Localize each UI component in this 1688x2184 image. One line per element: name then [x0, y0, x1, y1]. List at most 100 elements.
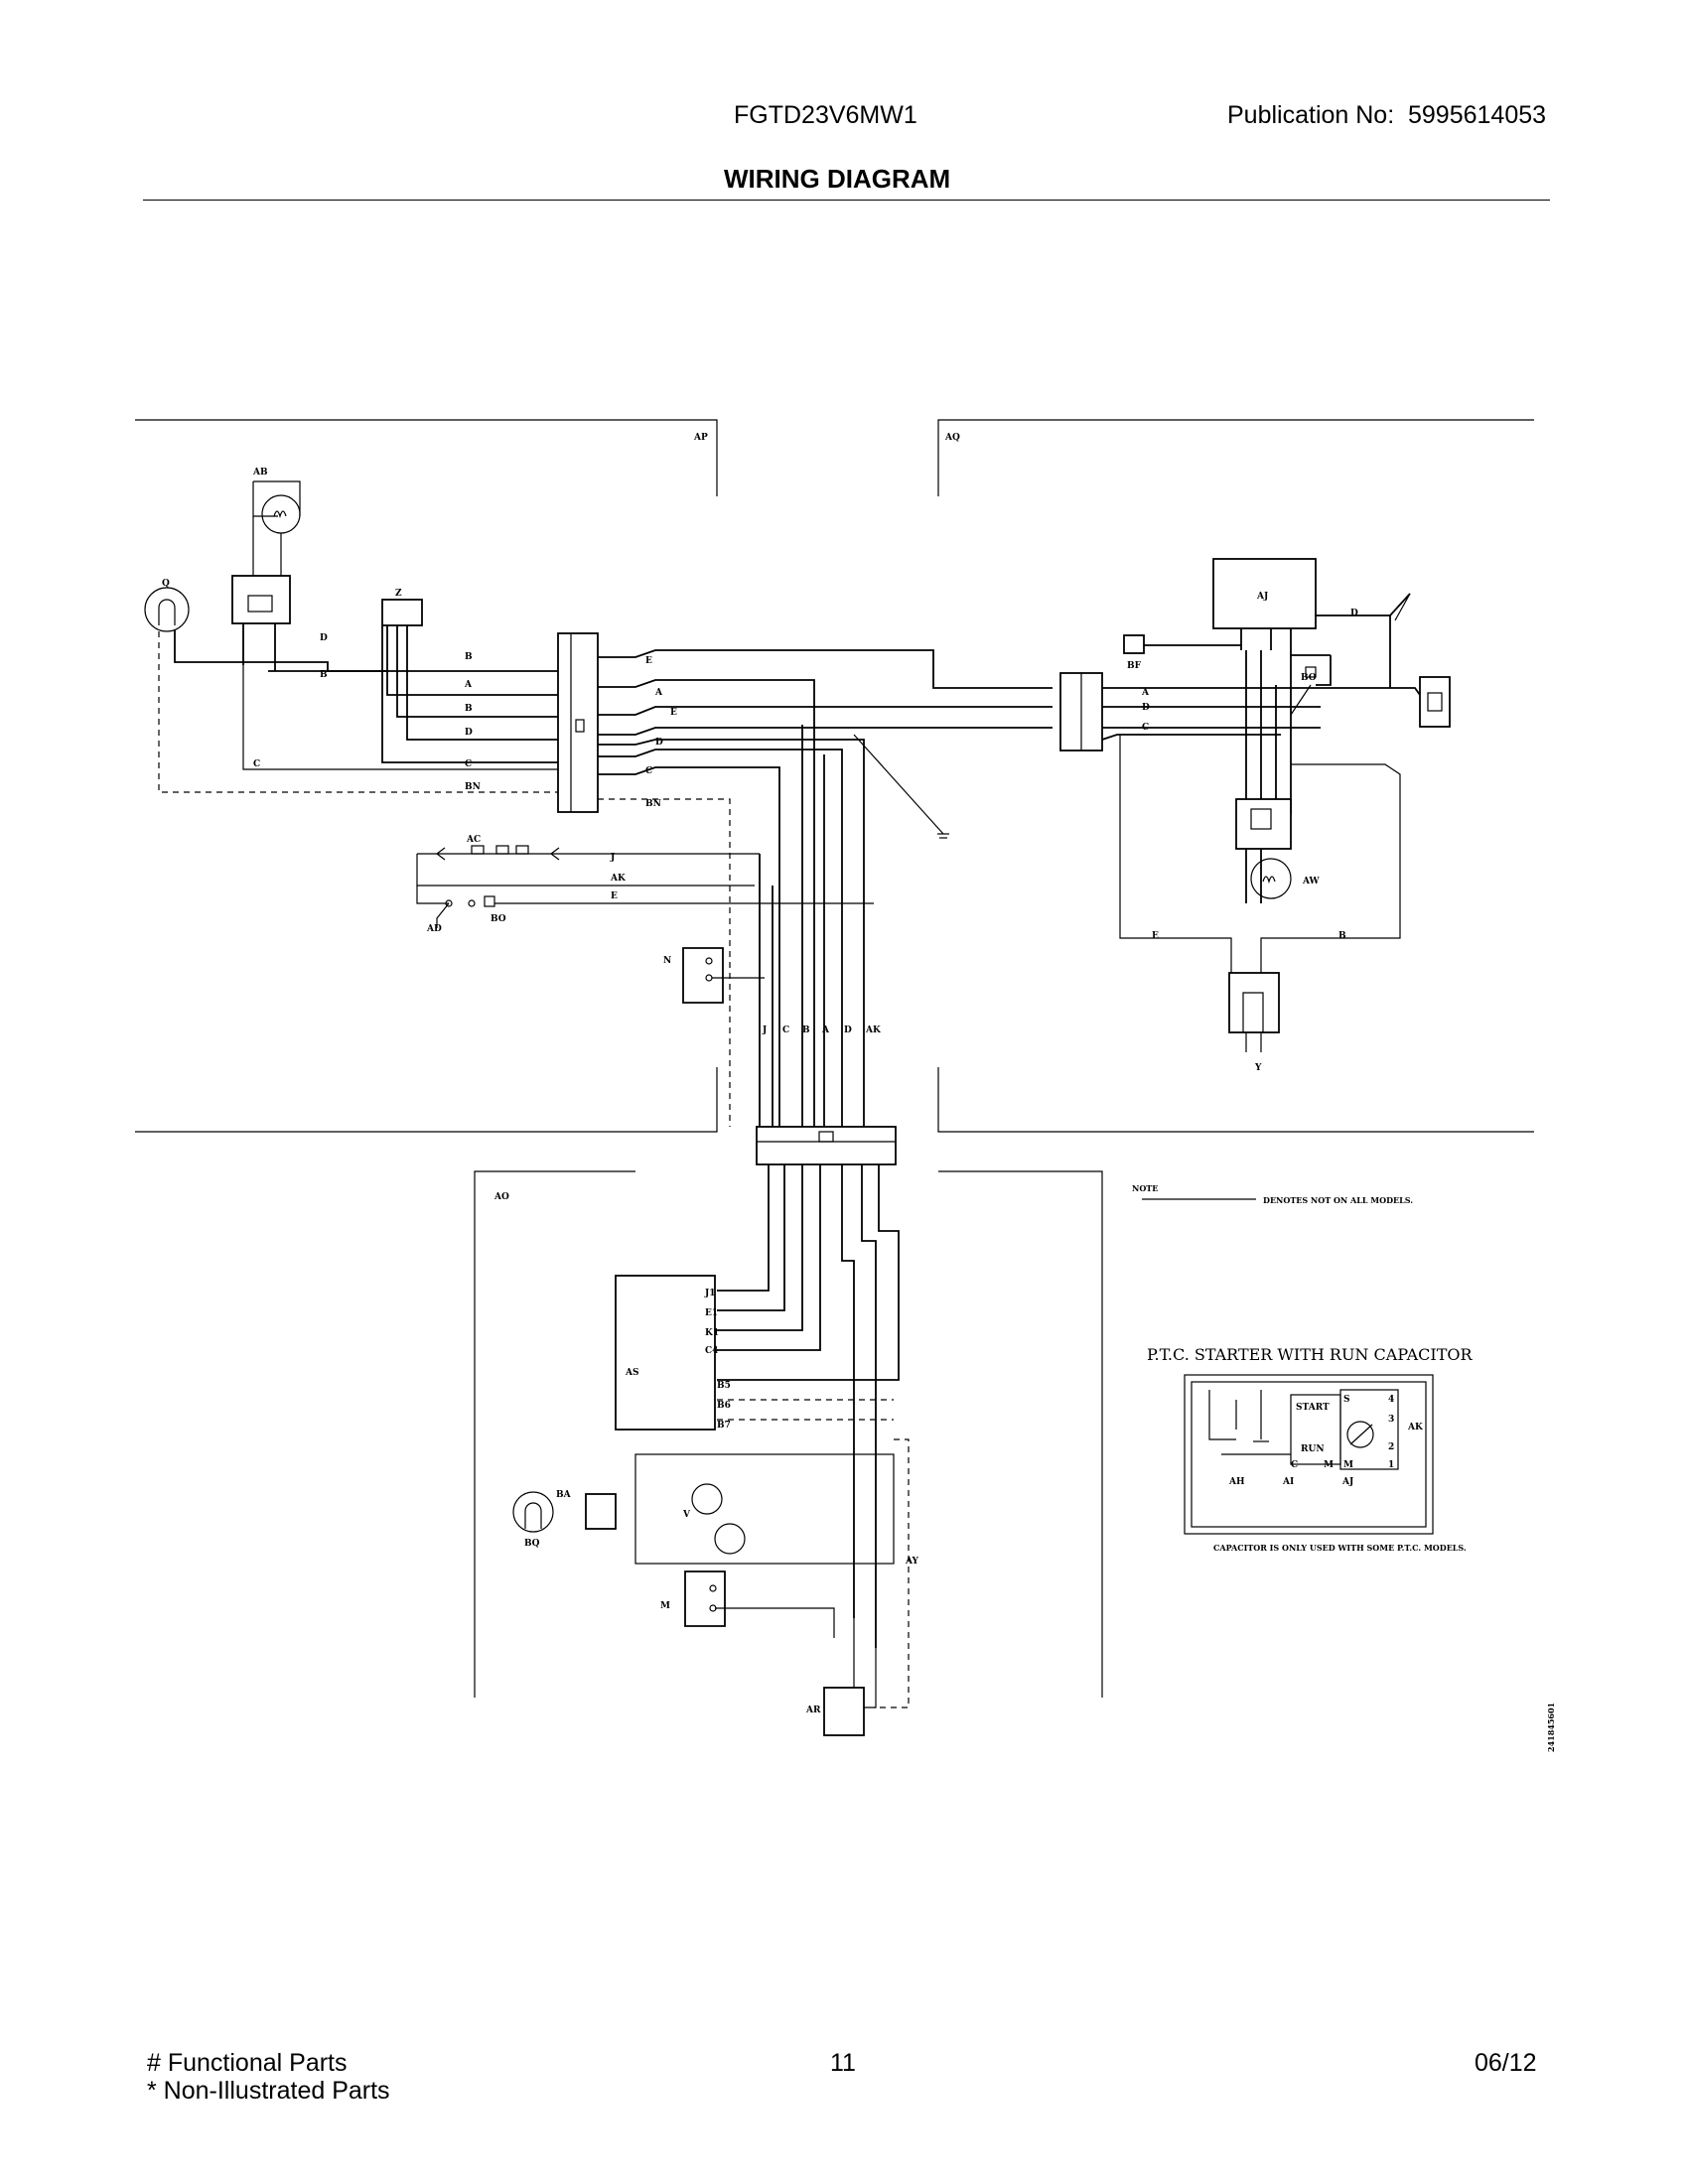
wire-label-d-top: D	[320, 633, 328, 643]
v-label: V	[682, 1510, 691, 1520]
note-text: DENOTES NOT ON ALL MODELS.	[1263, 1195, 1413, 1205]
wire-label-a-rc: A	[1141, 688, 1150, 698]
terminal-b5: B5	[717, 1381, 731, 1391]
ptc-part-ai: AI	[1282, 1477, 1294, 1487]
ptc-note: CAPACITOR IS ONLY USED WITH SOME P.T.C. …	[1213, 1543, 1467, 1553]
wire-label-e-right: E	[645, 656, 652, 666]
publication-number: 5995614053	[1408, 101, 1547, 129]
bo-right-label: BO	[1301, 673, 1317, 683]
wire-label-d-top-right: D	[1350, 609, 1358, 618]
main-connector	[557, 632, 599, 813]
n-switch	[682, 947, 724, 1004]
revision-date: 06/12	[1475, 2049, 1537, 2077]
ptc-inset: P.T.C. STARTER WITH RUN CAPACITOR START …	[1147, 1345, 1474, 1553]
v-evaporator-box	[634, 1453, 895, 1565]
n-label: N	[663, 956, 671, 966]
aw-label: AW	[1302, 877, 1321, 887]
upper-left-circuit: AC AD BO J AK E N J C B A D AK AB Q Z D …	[144, 468, 1053, 1127]
wire-label-c-left: C	[253, 759, 260, 769]
y-label: Y	[1254, 1063, 1262, 1073]
ac-label: AC	[466, 835, 481, 845]
bq-label: BQ	[524, 1539, 540, 1549]
wire-label-c-right: C	[645, 766, 652, 776]
trunk-label-a: A	[821, 1025, 830, 1035]
terminal-b6: B6	[717, 1401, 731, 1411]
trunk-label-j: J	[762, 1025, 767, 1035]
wire-label-a-conn: A	[464, 680, 473, 690]
bf-part	[1123, 634, 1145, 654]
trunk-label-b: B	[802, 1025, 810, 1035]
ptc-pin-2: 2	[1388, 1442, 1394, 1452]
z-switch	[381, 599, 423, 626]
ptc-frame	[1184, 1374, 1434, 1535]
wire-label-c-rc: C	[1142, 723, 1149, 733]
ab-socket	[231, 575, 291, 624]
as-control-board	[615, 1275, 716, 1431]
ab-label: AB	[252, 468, 268, 478]
terminal-c4: C4	[705, 1346, 718, 1356]
wire-label-ak: AK	[610, 874, 627, 884]
ptc-pin-c: C	[1291, 1460, 1298, 1470]
wire-label-a-right: A	[654, 688, 663, 698]
ay-label: AY	[905, 1557, 919, 1567]
ptc-thermistor-icon	[1346, 1421, 1374, 1448]
lower-circuit: AS J1 E1 K1 C4 B5 B6 B7 V BA BQ M AR AY	[512, 1164, 919, 1736]
aw-fan-icon	[1250, 858, 1292, 899]
q-label: Q	[162, 579, 170, 589]
section-label-aq: AQ	[944, 433, 960, 443]
ptc-pin-3: 3	[1388, 1415, 1394, 1425]
wire-label-b-conn: B	[465, 652, 473, 662]
bq-heater-icon	[512, 1491, 554, 1533]
y-fan-motor	[1228, 972, 1280, 1033]
aj-compressor-box	[1212, 558, 1317, 629]
ar-door-switch	[823, 1687, 865, 1736]
wire-label-bn: BN	[465, 782, 481, 792]
aj-label: AJ	[1256, 592, 1268, 602]
page-title: WIRING DIAGRAM	[724, 164, 951, 194]
wire-label-d-rc: D	[1142, 703, 1150, 713]
page-number: 11	[830, 2049, 856, 2077]
as-label: AS	[625, 1368, 638, 1378]
non-illustrated-note: * Non-Illustrated Parts	[147, 2077, 390, 2105]
section-label-ao: AO	[493, 1192, 509, 1202]
trunk-label-ak: AK	[865, 1025, 882, 1035]
ptc-start-label: START	[1296, 1403, 1330, 1413]
wire-label-e2-right: E	[670, 708, 677, 718]
ptc-relay	[1235, 798, 1292, 850]
terminal-k1: K1	[705, 1328, 719, 1338]
wire-label-j: J	[610, 853, 615, 863]
bo-left-label: BO	[491, 914, 506, 924]
wire-label-b-bottom: B	[1338, 931, 1346, 941]
section-frames	[135, 419, 1534, 1698]
ptc-title: P.T.C. STARTER WITH RUN CAPACITOR	[1147, 1345, 1474, 1364]
functional-parts-note: # Functional Parts	[147, 2049, 348, 2077]
wire-label-bn-right: BN	[645, 799, 661, 809]
ptc-run-label: RUN	[1301, 1444, 1325, 1454]
ptc-pin-m2: M	[1343, 1460, 1353, 1470]
center-connector	[756, 1126, 897, 1165]
ptc-part-aj: AJ	[1341, 1477, 1353, 1487]
ptc-pin-m: M	[1324, 1460, 1334, 1470]
trunk-label-d: D	[844, 1025, 852, 1035]
ar-label: AR	[805, 1706, 821, 1715]
ptc-pin-s: S	[1343, 1395, 1350, 1405]
ptc-pin-4: 4	[1388, 1395, 1394, 1405]
ptc-part-ah: AH	[1228, 1477, 1245, 1487]
q-heater-icon	[144, 587, 190, 632]
wire-label-b2-conn: B	[465, 704, 473, 714]
ba-label: BA	[556, 1490, 572, 1500]
upper-right-circuit: AJ BF AW Y	[1059, 558, 1451, 1073]
wire-label-d-conn: D	[465, 728, 473, 738]
z-label: Z	[395, 589, 402, 599]
terminal-e1: E1	[705, 1308, 718, 1318]
ba-terminal	[585, 1493, 617, 1530]
header-rule	[143, 200, 1550, 201]
section-label-ap: AP	[693, 433, 708, 443]
right-plug	[1419, 676, 1451, 728]
bf-label: BF	[1127, 661, 1142, 671]
publication-label: Publication No:	[1227, 101, 1395, 129]
ptc-pin-1: 1	[1388, 1460, 1394, 1470]
wire-label-e: E	[611, 891, 618, 901]
terminal-b7: B7	[717, 1421, 731, 1431]
